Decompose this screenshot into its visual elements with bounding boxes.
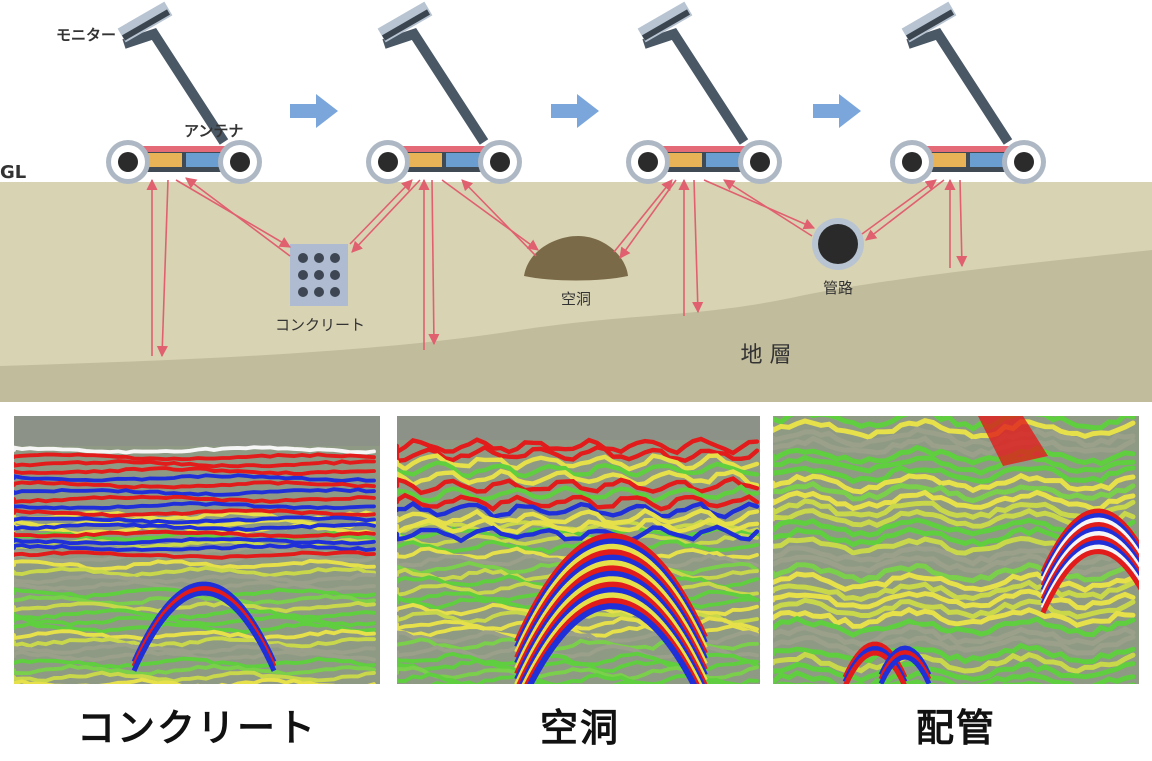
cavity-mound-icon <box>524 236 628 281</box>
ground-level-label: GL <box>0 162 26 183</box>
gpr-cart-icon <box>366 2 522 184</box>
antenna-label: アンテナ <box>184 122 243 140</box>
caption-pipe: 配管 <box>915 706 996 750</box>
caption-concrete: コンクリート <box>76 706 317 750</box>
gpr-cart-icon <box>626 2 782 184</box>
next-arrow-icon <box>813 94 861 128</box>
stratum-label: 地 層 <box>741 343 792 368</box>
radar-image-cavity <box>397 416 760 684</box>
next-arrow-icon <box>551 94 599 128</box>
radar-image-concrete <box>14 416 380 684</box>
gpr-cart-icon <box>106 2 262 184</box>
monitor-label: モニター <box>56 26 116 44</box>
gpr-scan-diagram: GL モニター アンテナ コンクリート 空洞 管路 地 層 <box>0 0 1152 402</box>
pipe-label: 管路 <box>823 279 853 297</box>
caption-cavity: 空洞 <box>539 706 620 750</box>
concrete-label: コンクリート <box>275 316 365 334</box>
pipe-icon <box>812 218 864 270</box>
concrete-block-icon <box>290 244 348 306</box>
cavity-label: 空洞 <box>561 290 591 308</box>
radar-wave-arrows <box>146 177 968 358</box>
radar-image-pipe <box>773 416 1139 684</box>
deep-soil-layer <box>0 250 1152 402</box>
next-arrow-icon <box>290 94 338 128</box>
gpr-cart-icon <box>890 2 1046 184</box>
